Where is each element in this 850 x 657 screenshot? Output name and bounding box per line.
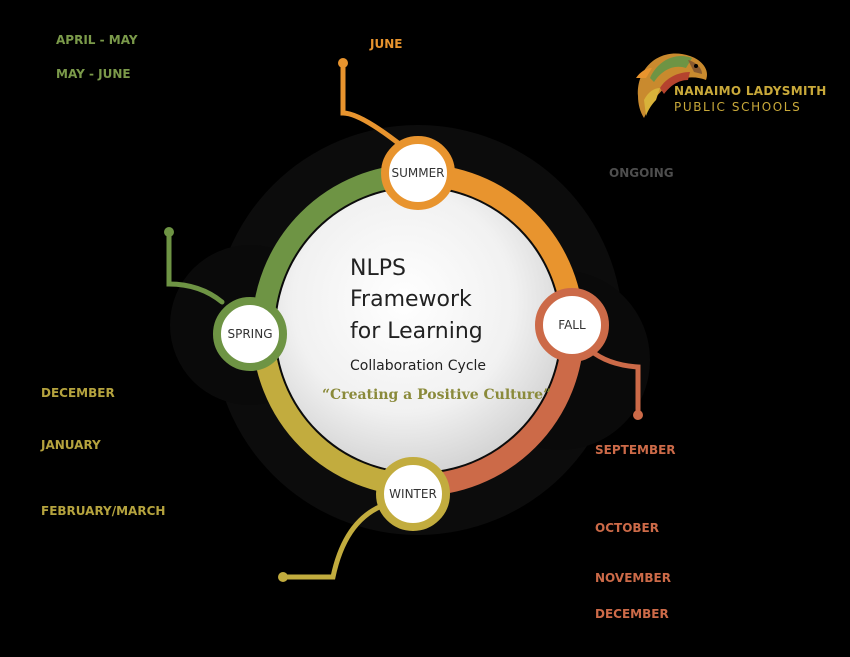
- month-september: SEPTEMBER: [595, 443, 676, 457]
- month-november: NOVEMBER: [595, 571, 671, 585]
- spring-connector: [166, 229, 225, 305]
- month-ongoing: ONGOING: [609, 166, 674, 180]
- fall-connector-dot: [633, 410, 643, 420]
- spring-connector-dot: [164, 227, 174, 237]
- logo-text-line1: NANAIMO LADYSMITH: [674, 84, 827, 98]
- season-node-fall[interactable]: FALL: [535, 288, 609, 362]
- fall-winter-arc: [417, 329, 584, 496]
- summer-connector: [340, 60, 405, 149]
- center-disc: [276, 188, 560, 472]
- month-october: OCTOBER: [595, 521, 659, 535]
- month-june: JUNE: [370, 37, 403, 51]
- school-district-logo: NANAIMO LADYSMITH PUBLIC SCHOOLS: [630, 38, 826, 123]
- season-node-spring[interactable]: SPRING: [213, 297, 287, 371]
- season-label-winter: WINTER: [389, 487, 437, 501]
- summer-connector-dot: [338, 58, 348, 68]
- salmon-logo-icon: [636, 53, 708, 118]
- center-tagline: “Creating a Positive Culture”: [322, 387, 551, 403]
- winter-connector: [280, 502, 387, 580]
- month-december-left: DECEMBER: [41, 386, 115, 400]
- center-title-line3: for Learning: [350, 319, 483, 344]
- season-node-winter[interactable]: WINTER: [376, 457, 450, 531]
- logo-text-line2: PUBLIC SCHOOLS: [674, 100, 802, 114]
- season-node-summer[interactable]: SUMMER: [381, 136, 455, 210]
- month-december-right: DECEMBER: [595, 607, 669, 621]
- center-title-line2: Framework: [350, 287, 472, 312]
- month-january: JANUARY: [41, 438, 101, 452]
- month-february-march: FEBRUARY/MARCH: [41, 504, 166, 518]
- month-may-june: MAY - JUNE: [56, 67, 131, 81]
- winter-connector-dot: [278, 572, 288, 582]
- season-label-summer: SUMMER: [391, 166, 444, 180]
- season-label-spring: SPRING: [227, 327, 272, 341]
- center-title-line1: NLPS: [350, 256, 406, 281]
- center-subtitle: Collaboration Cycle: [350, 358, 486, 374]
- month-april-may: APRIL - MAY: [56, 33, 138, 47]
- season-label-fall: FALL: [558, 318, 586, 332]
